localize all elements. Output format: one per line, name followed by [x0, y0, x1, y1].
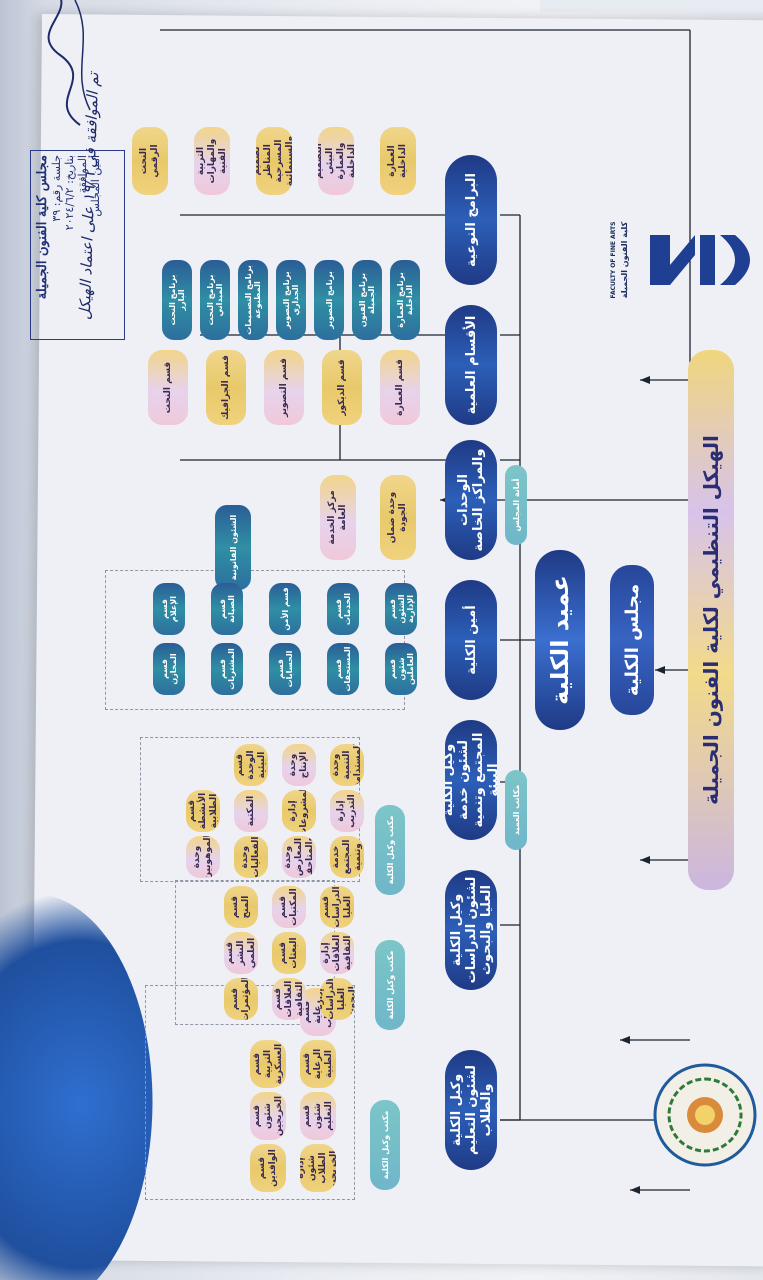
- program-track-4: برنامج التصوير الجداري: [276, 260, 306, 340]
- section-vice-graduate: وكيل الكلية لشئون الدراسات العليا والبحو…: [445, 870, 497, 990]
- community-item-8: المكتبة: [234, 790, 268, 832]
- unit-2: مركز الخدمة العامة: [320, 475, 356, 560]
- community-item-6: وحدة الإنتاج: [282, 744, 316, 786]
- office-vice-community: مكتب وكيل الكلية: [375, 805, 405, 895]
- community-item-9: قسم الوحدة البيئية: [234, 744, 268, 786]
- program-4: التربية والمهارات الفنية: [194, 127, 230, 195]
- office-vice-graduate: مكتب وكيل الكلية: [375, 940, 405, 1030]
- department-5: قسم النحت: [148, 350, 188, 425]
- section-units: الوحدات والمراكز الخاصة: [445, 440, 497, 560]
- graduate-item-2: إدارة العلاقات الثقافية: [320, 932, 354, 974]
- department-4: قسم الجرافيك: [206, 350, 246, 425]
- unit-1: وحدة ضمان الجودة: [380, 475, 416, 560]
- community-item-4: وحدة المعارض والمتاحف: [282, 836, 316, 878]
- program-3: تصميم المناظر المسرحية والسينمائية: [256, 127, 292, 195]
- council-box: مجلس الكلية: [610, 565, 654, 715]
- community-item-5: إدارة المشروعات: [282, 790, 316, 832]
- secretary-item-8: قسم الأمن: [269, 583, 301, 635]
- university-seal: [653, 1063, 757, 1167]
- dean-box: عميد الكلية: [535, 550, 585, 730]
- deans-office-note: مكاتب العميد: [505, 770, 527, 850]
- community-item-2: إدارة التدريب: [330, 790, 364, 832]
- section-programs: البرامج النوعية: [445, 155, 497, 285]
- secretary-item-10: قسم الإعلام: [153, 583, 185, 635]
- stamp-line2: جلسة رقم: ٣٩: [50, 155, 63, 222]
- secretary-item-9: قسم الصيانة: [211, 583, 243, 635]
- graduate-item-6: قسم المكتبات: [272, 886, 306, 928]
- secretary-item-7: قسم الخدمات: [327, 583, 359, 635]
- student-item-3: قسم الرعاية الطبية: [300, 1040, 336, 1088]
- program-track-3: برنامج التصوير: [314, 260, 344, 340]
- secretary-item-4: قسم المشتريات: [211, 643, 243, 695]
- college-logo: [650, 235, 750, 285]
- department-2: قسم الديكور: [322, 350, 362, 425]
- program-5: النحت الرقمي: [132, 127, 168, 195]
- section-departments: الأقسام العلمية: [445, 305, 497, 425]
- graduate-item-9: قسم المنح: [224, 886, 258, 928]
- graduate-item-4: قسم العلاقات الثقافية: [272, 978, 306, 1020]
- stamp-line1: مجلس كلية الفنون الجميلة: [35, 155, 50, 300]
- student-item-5: قسم الوافدين: [250, 1144, 286, 1192]
- student-item-1: إدارة شئون الطلاب والخريجين: [300, 1144, 336, 1192]
- graduate-item-7: قسم المؤتمرات: [224, 978, 258, 1020]
- signature: [47, 0, 91, 126]
- department-1: قسم العمارة: [380, 350, 420, 425]
- program-track-6: برنامج النحت الميداني: [200, 260, 230, 340]
- unit-3: الشئون القانونية: [215, 505, 251, 590]
- community-item-10: وحدة الموهوبين: [186, 836, 220, 878]
- community-item-1: إدارة خدمة المجتمع وتنمية البيئة: [330, 836, 364, 878]
- program-track-2: برنامج الفنون الجميلة: [352, 260, 382, 340]
- secretary-item-5: قسم المخازن: [153, 643, 185, 695]
- section-vice-students: وكيل الكلية لشئون التعليم والطلاب: [445, 1050, 497, 1170]
- background-strip: [540, 0, 763, 12]
- stamp-line3: بتاريخ: ٢٠٢٤/٦/٢: [63, 155, 76, 231]
- graduate-item-3: قسم الدراسات العليا: [320, 886, 354, 928]
- student-item-7: قسم التربية العسكرية: [250, 1040, 286, 1088]
- graduate-item-5: قسم البعثات: [272, 932, 306, 974]
- student-item-2: قسم شئون التعليم: [300, 1092, 336, 1140]
- program-2: التصميم البيئي والعمارة الداخلية: [318, 127, 354, 195]
- department-3: قسم التصوير: [264, 350, 304, 425]
- chart-title: الهيكل التنظيمي لكلية الفنون الجميلة: [688, 350, 734, 890]
- student-item-6: قسم شئون الخريجين: [250, 1092, 286, 1140]
- college-name-en: FACULTY OF FINE ARTS: [610, 221, 617, 299]
- secretary-item-6: قسم الشئون الإدارية: [385, 583, 417, 635]
- program-1: العمارة الداخلية: [380, 127, 416, 195]
- section-vice-community: وكيل الكلية لشئون خدمة المجتمع وتنمية ال…: [445, 720, 497, 840]
- council-secretariat-note: أمانة المجلس: [505, 465, 527, 545]
- graduate-item-1: إدارة الدراسات العليا والبحوث: [320, 978, 354, 1020]
- secretary-item-2: قسم المستحقات: [327, 643, 359, 695]
- college-name-ar: كلية الفنون الجميلة: [620, 221, 629, 299]
- group-secretary-frame: [105, 570, 405, 710]
- community-item-7: وحدة الفعاليات: [234, 836, 268, 878]
- community-item-11: قسم الأنشطة الطلابية: [186, 790, 220, 832]
- program-track-7: برنامج النحت البارز: [162, 260, 192, 340]
- section-secretary: أمين الكلية: [445, 580, 497, 700]
- secretary-item-1: قسم شئون العاملين: [385, 643, 417, 695]
- program-track-1: برنامج العمارة الداخلية: [390, 260, 420, 340]
- secretary-item-3: قسم الحسابات: [269, 643, 301, 695]
- program-track-5: برنامج التصميمات المطبوعة: [238, 260, 268, 340]
- graduate-item-8: قسم النشر العلمي: [224, 932, 258, 974]
- office-vice-students: مكتب وكيل الكلية: [370, 1100, 400, 1190]
- community-item-3: وحدة التنمية المستدامة: [330, 744, 364, 786]
